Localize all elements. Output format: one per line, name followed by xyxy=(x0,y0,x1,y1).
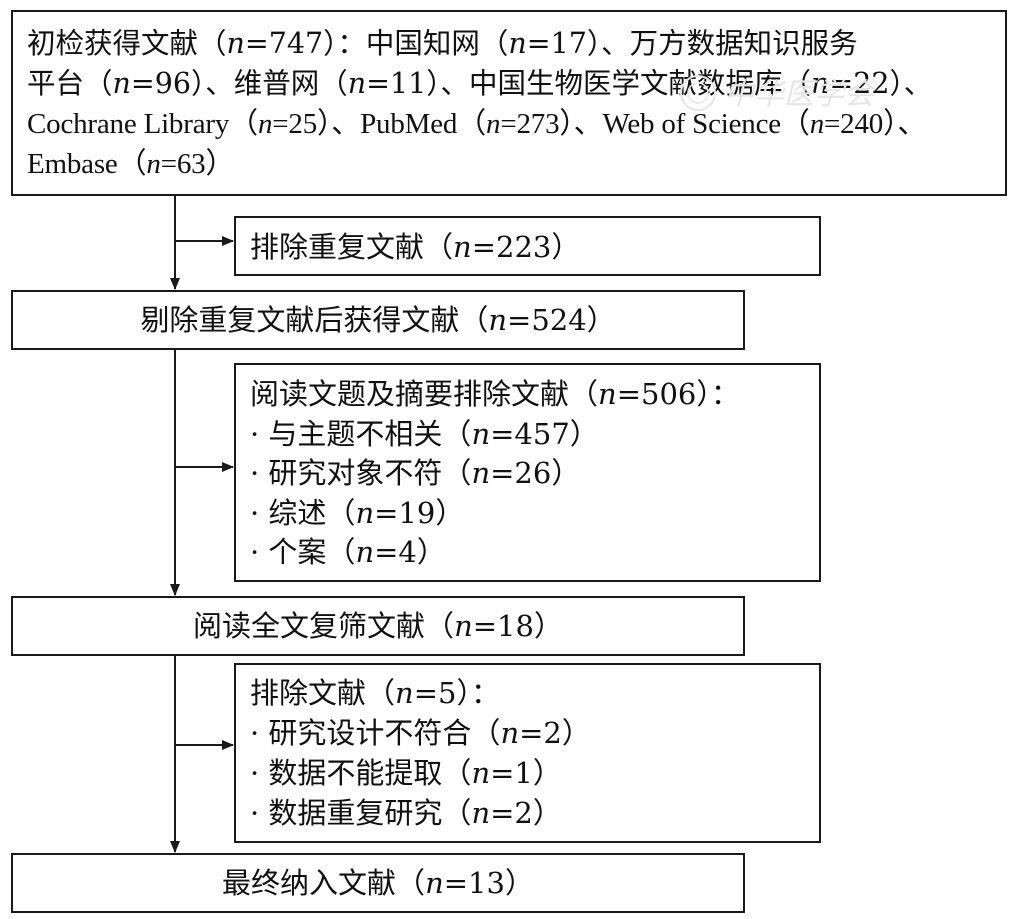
line-text: =273）、Web of Science（ xyxy=(500,108,810,140)
line-text: 最终纳入文献（ xyxy=(222,866,426,900)
n-symbol: n xyxy=(471,796,491,830)
n-symbol: n xyxy=(395,676,414,710)
n-symbol: n xyxy=(811,67,830,100)
line-text: =524） xyxy=(507,303,616,337)
line-text: =19） xyxy=(374,495,465,530)
line-text: 排除文献（ xyxy=(250,676,396,710)
fulltext-excluded-box: 排除文献（n=5）：· 研究设计不符合（n=2）· 数据不能提取（n=1）· 数… xyxy=(234,663,821,843)
line-text: =506）： xyxy=(616,377,740,411)
box-line: 阅读全文复筛文献（n=18） xyxy=(13,598,743,654)
line-text: =1） xyxy=(490,756,562,790)
line-text: 阅读全文复筛文献（ xyxy=(193,609,455,643)
box-line: · 综述（n=19） xyxy=(250,494,819,534)
line-text: 阅读文题及摘要排除文献（ xyxy=(250,377,599,411)
line-text: =25）、PubMed（ xyxy=(272,108,486,140)
line-text: 排除重复文献（ xyxy=(250,230,454,264)
n-symbol: n xyxy=(454,609,473,643)
line-text: =5）： xyxy=(413,676,500,710)
line-text: =2） xyxy=(490,796,562,830)
n-symbol: n xyxy=(355,495,375,530)
box-line: · 数据重复研究（n=2） xyxy=(250,793,819,833)
line-text: =22）、 xyxy=(829,67,933,100)
n-symbol: n xyxy=(488,303,508,337)
svg-text:中华医学会: 中华医学会 xyxy=(724,77,877,112)
box-line: 阅读文题及摘要排除文献（n=506）： xyxy=(250,375,819,415)
n-symbol: n xyxy=(355,535,375,569)
box-line: 剔除重复文献后获得文献（n=524） xyxy=(13,292,743,348)
n-symbol: n xyxy=(598,377,617,411)
box-line: · 研究对象不符（n=26） xyxy=(250,454,819,494)
line-text: 平台（ xyxy=(27,67,113,100)
n-symbol: n xyxy=(347,67,367,100)
initial-search-box: 初检获得文献（n=747）：中国知网（n=17）、万方数据知识服务平台（n=96… xyxy=(11,10,1007,196)
box-line: Cochrane Library（n=25）、PubMed（n=273）、Web… xyxy=(27,104,991,144)
line-text: =2） xyxy=(519,716,591,750)
line-text: · 综述（ xyxy=(250,495,356,530)
line-text: · 研究设计不符合（ xyxy=(250,716,501,750)
box-line: 平台（n=96）、维普网（n=11）、中国生物医学文献数据库（n=22）、 xyxy=(27,64,991,104)
box-line: 初检获得文献（n=747）：中国知网（n=17）、万方数据知识服务 xyxy=(27,24,991,64)
line-text: =18） xyxy=(472,609,563,643)
box-line: 排除重复文献（n=223） xyxy=(250,228,819,266)
n-symbol: n xyxy=(425,866,444,900)
line-text: 剔除重复文献后获得文献（ xyxy=(140,303,489,337)
line-text: · 数据重复研究（ xyxy=(250,796,472,830)
line-text: · 个案（ xyxy=(250,535,356,569)
line-text: · 研究对象不符（ xyxy=(250,456,472,490)
line-text: =11）、中国生物医学文献数据库（ xyxy=(366,67,812,100)
n-symbol: n xyxy=(471,756,491,790)
abstract-excluded-box: 阅读文题及摘要排除文献（n=506）：· 与主题不相关（n=457）· 研究对象… xyxy=(234,363,821,582)
duplicates-excluded-box: 排除重复文献（n=223） xyxy=(234,216,821,276)
n-symbol: n xyxy=(453,230,472,264)
n-symbol: n xyxy=(486,108,501,140)
box-line: Embase（n=63） xyxy=(27,144,991,184)
box-line: · 个案（n=4） xyxy=(250,533,819,573)
box-line: · 数据不能提取（n=1） xyxy=(250,753,819,793)
n-symbol: n xyxy=(471,416,491,451)
line-text: =4） xyxy=(374,535,446,569)
line-text: =457） xyxy=(490,416,599,451)
box-line: 最终纳入文献（n=13） xyxy=(13,855,743,911)
n-symbol: n xyxy=(226,27,245,60)
n-symbol: n xyxy=(146,148,161,180)
box-line: 排除文献（n=5）： xyxy=(250,673,819,713)
n-symbol: n xyxy=(471,456,491,490)
n-symbol: n xyxy=(257,108,273,140)
line-text: · 与主题不相关（ xyxy=(250,416,472,451)
n-symbol: n xyxy=(500,716,520,750)
line-text: =240）、 xyxy=(824,108,927,140)
watermark-logo: 中华医学会 xyxy=(680,75,877,112)
line-text: Cochrane Library（ xyxy=(27,108,258,140)
box-line: · 与主题不相关（n=457） xyxy=(250,415,819,455)
fulltext-screening-box: 阅读全文复筛文献（n=18） xyxy=(11,596,745,656)
after-dedup-box: 剔除重复文献后获得文献（n=524） xyxy=(11,290,745,350)
line-text: 初检获得文献（ xyxy=(27,27,227,60)
line-text: =96）、维普网（ xyxy=(130,67,348,100)
line-text: =63） xyxy=(160,148,235,180)
line-text: =747）：中国知网（ xyxy=(244,27,509,60)
line-text: =26） xyxy=(490,456,581,490)
n-symbol: n xyxy=(112,67,131,100)
line-text: Embase（ xyxy=(27,148,147,180)
line-text: =223） xyxy=(471,230,581,264)
line-text: =17）、万方数据知识服务 xyxy=(526,27,858,60)
n-symbol: n xyxy=(508,27,527,60)
line-text: =13） xyxy=(443,866,534,900)
line-text: · 数据不能提取（ xyxy=(250,756,472,790)
box-line: · 研究设计不符合（n=2） xyxy=(250,713,819,753)
final-included-box: 最终纳入文献（n=13） xyxy=(11,853,745,913)
n-symbol: n xyxy=(809,108,825,140)
